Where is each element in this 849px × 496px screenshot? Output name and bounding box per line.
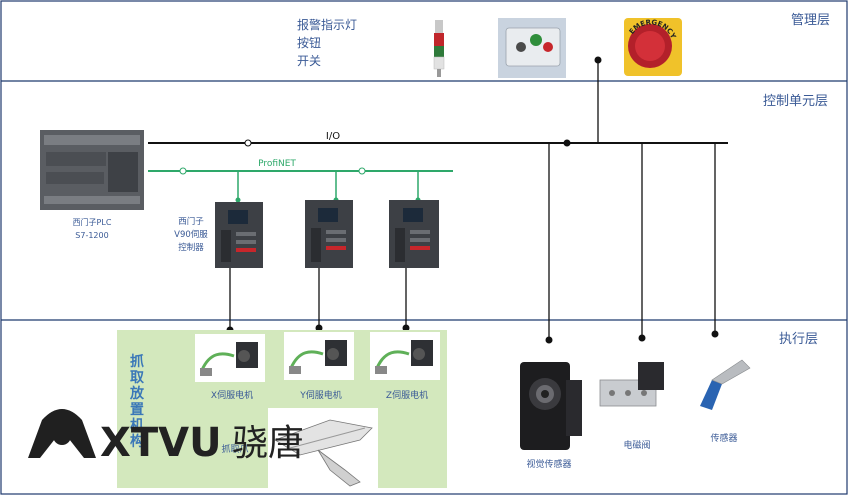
label-button: 按钮 <box>297 35 321 50</box>
management-link-node <box>594 56 602 64</box>
io-bus-label: I/O <box>326 131 340 142</box>
pick-place-title-char-1: 抓 <box>130 353 144 370</box>
gripper-label: 抓取爪 <box>221 443 248 455</box>
servo-motor-icon <box>195 334 265 382</box>
pick-place-title-char-2: 取 <box>130 370 145 386</box>
pick-place-title-char-3: 放 <box>129 385 145 402</box>
io-bus-junction <box>563 139 571 147</box>
vision-sensor-label: 视觉传感器 <box>526 458 571 470</box>
xtvu-logo-watermark: XTVU 骁唐 <box>28 409 304 466</box>
pick-place-title-char-5: 机 <box>130 417 144 434</box>
io-bus-port <box>244 139 252 147</box>
proximity-sensor-icon <box>690 350 760 412</box>
servo-controller-label-line2: V90伺服 <box>174 229 208 240</box>
label-switch: 开关 <box>297 54 321 68</box>
solenoid-valve-label: 电磁阀 <box>623 439 650 451</box>
profinet-drop-node-1 <box>235 197 241 203</box>
servo-motor-icon <box>370 332 440 380</box>
servo-drive-icon <box>215 202 263 268</box>
io-drop-node-sensor <box>711 330 719 338</box>
io-drop-node-valve <box>638 334 646 342</box>
vision-sensor-icon <box>511 352 585 456</box>
plc-label-line2: S7-1200 <box>75 231 108 240</box>
servo-drive-icon <box>389 200 439 268</box>
alarm-tower-light-icon <box>433 20 445 77</box>
profinet-bus-label: ProfiNET <box>258 159 296 169</box>
watermark-brand: XTVU <box>100 420 222 466</box>
gripper-mechanism-icon <box>268 408 378 488</box>
proximity-sensor-label: 传感器 <box>710 432 737 444</box>
layer-title-control: 控制单元层 <box>763 94 828 109</box>
watermark-cn: 骁唐 <box>232 423 304 464</box>
layer-title-execution: 执行层 <box>779 332 818 347</box>
label-alarm-light: 报警指示灯 <box>297 17 357 32</box>
drive-motor-node-y <box>315 324 323 332</box>
motor-label-x: X伺服电机 <box>211 389 253 401</box>
pick-place-title-char-4: 置 <box>130 401 144 418</box>
pick-place-title-char-6: 构 <box>130 433 144 450</box>
servo-controller-label-line3: 控制器 <box>178 242 204 253</box>
motor-label-y: Y伺服电机 <box>299 389 342 401</box>
pick-place-title: 抓 取 放 置 机 构 <box>129 353 145 450</box>
servo-controller-label-line1: 西门子 <box>178 216 204 227</box>
servo-drive-icon <box>305 200 353 268</box>
plc-label-line1: 西门子PLC <box>73 217 112 227</box>
emergency-stop-icon: EMERGENCY <box>624 18 682 76</box>
profinet-port-2 <box>358 167 366 175</box>
profinet-port-1 <box>179 167 187 175</box>
push-button-box-icon <box>498 18 566 78</box>
servo-motor-icon <box>284 332 354 380</box>
motor-label-z: Z伺服电机 <box>386 389 428 401</box>
plc-s7-1200-icon <box>40 130 144 210</box>
io-drop-node-vision <box>545 336 553 344</box>
drive-motor-node-z <box>402 324 410 332</box>
layer-title-management: 管理层 <box>791 13 830 28</box>
solenoid-valve-icon <box>596 358 676 414</box>
